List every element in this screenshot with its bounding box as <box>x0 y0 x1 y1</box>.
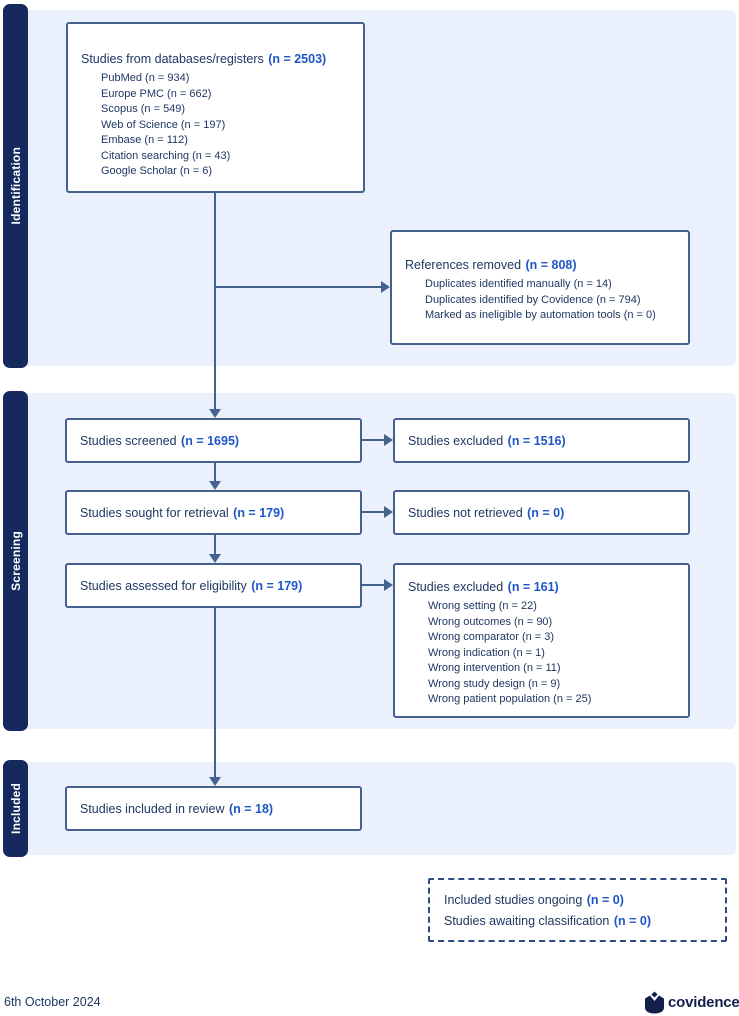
screening-sidebar: Screening <box>3 391 28 731</box>
covidence-wordmark: covidence <box>668 994 739 1011</box>
covidence-book-icon <box>645 991 664 1014</box>
list-item: Wrong intervention (n = 11) <box>428 662 561 674</box>
assessed-box: Studies assessed for eligibility (n = 17… <box>65 563 362 608</box>
sought-title: Studies sought for retrieval (n = 179) <box>80 505 285 520</box>
arrowhead-down-icon <box>209 409 221 418</box>
list-item: Marked as ineligible by automation tools… <box>425 309 656 321</box>
databases-items: PubMed (n = 934) Europe PMC (n = 662) Sc… <box>81 71 353 180</box>
sought-box: Studies sought for retrieval (n = 179) <box>65 490 362 535</box>
excluded-eligibility-title: Studies excluded (n = 161) <box>408 580 559 594</box>
ongoing-box: Included studies ongoing (n = 0) Studies… <box>428 878 727 942</box>
list-item: Duplicates identified manually (n = 14) <box>425 278 612 290</box>
screened-title: Studies screened (n = 1695) <box>80 433 240 448</box>
ongoing-line-2: Studies awaiting classification (n = 0) <box>444 913 651 928</box>
arrow-line-assessed-to-included <box>214 608 216 777</box>
list-item: Citation searching (n = 43) <box>101 149 231 162</box>
arrowhead-down-icon <box>209 554 221 563</box>
list-item: Duplicates identified by Covidence (n = … <box>425 293 641 306</box>
arrow-line-sought-to-notretrieved <box>362 511 385 513</box>
excluded-eligibility-box: Studies excluded (n = 161) Wrong setting… <box>393 563 690 718</box>
references-removed-title: References removed (n = 808) <box>405 258 577 272</box>
list-item: Wrong patient population (n = 25) <box>428 693 592 705</box>
list-item: Web of Science (n = 197) <box>101 118 226 131</box>
list-item: Wrong comparator (n = 3) <box>428 631 555 643</box>
assessed-title: Studies assessed for eligibility (n = 17… <box>80 578 303 593</box>
identification-label: Identification <box>8 147 23 225</box>
arrow-line-screened-to-excluded <box>362 439 385 441</box>
arrowhead-right-icon <box>384 579 393 591</box>
ongoing-line-1: Included studies ongoing (n = 0) <box>444 892 624 907</box>
excluded-screening-box: Studies excluded (n = 1516) <box>393 418 690 463</box>
identification-sidebar: Identification <box>3 4 28 368</box>
databases-title: Studies from databases/registers (n = 25… <box>81 52 327 66</box>
arrow-line-to-references-removed <box>215 286 382 288</box>
covidence-logo: covidence <box>644 991 739 1014</box>
included-sidebar: Included <box>3 760 28 857</box>
references-removed-items: Duplicates identified manually (n = 14) … <box>405 277 680 324</box>
list-item: Europe PMC (n = 662) <box>101 87 212 100</box>
arrowhead-right-icon <box>381 281 390 293</box>
arrowhead-down-icon <box>209 777 221 786</box>
screened-box: Studies screened (n = 1695) <box>65 418 362 463</box>
list-item: Wrong study design (n = 9) <box>428 677 561 690</box>
arrowhead-right-icon <box>384 506 393 518</box>
screening-label: Screening <box>8 531 23 591</box>
not-retrieved-box: Studies not retrieved (n = 0) <box>393 490 690 535</box>
list-item: Wrong setting (n = 22) <box>428 600 537 612</box>
excluded-eligibility-items: Wrong setting (n = 22) Wrong outcomes (n… <box>408 599 680 708</box>
list-item: Scopus (n = 549) <box>101 103 186 115</box>
arrow-line-assessed-to-excluded <box>362 584 385 586</box>
arrow-line-screened-to-sought <box>214 463 216 481</box>
excluded-screening-title: Studies excluded (n = 1516) <box>408 433 566 448</box>
databases-box: Studies from databases/registers (n = 25… <box>66 22 365 193</box>
report-date: 6th October 2024 <box>4 995 101 1009</box>
included-review-box: Studies included in review (n = 18) <box>65 786 362 831</box>
list-item: Wrong indication (n = 1) <box>428 646 545 659</box>
references-removed-box: References removed (n = 808) Duplicates … <box>390 230 690 345</box>
arrowhead-down-icon <box>209 481 221 490</box>
arrow-line-databases-to-screened <box>214 193 216 409</box>
list-item: Google Scholar (n = 6) <box>101 165 212 177</box>
included-label: Included <box>8 783 23 834</box>
list-item: PubMed (n = 934) <box>101 72 190 84</box>
list-item: Wrong outcomes (n = 90) <box>428 615 553 628</box>
not-retrieved-title: Studies not retrieved (n = 0) <box>408 505 565 520</box>
list-item: Embase (n = 112) <box>101 134 188 146</box>
arrowhead-right-icon <box>384 434 393 446</box>
arrow-line-sought-to-assessed <box>214 535 216 554</box>
included-review-title: Studies included in review (n = 18) <box>80 801 274 816</box>
